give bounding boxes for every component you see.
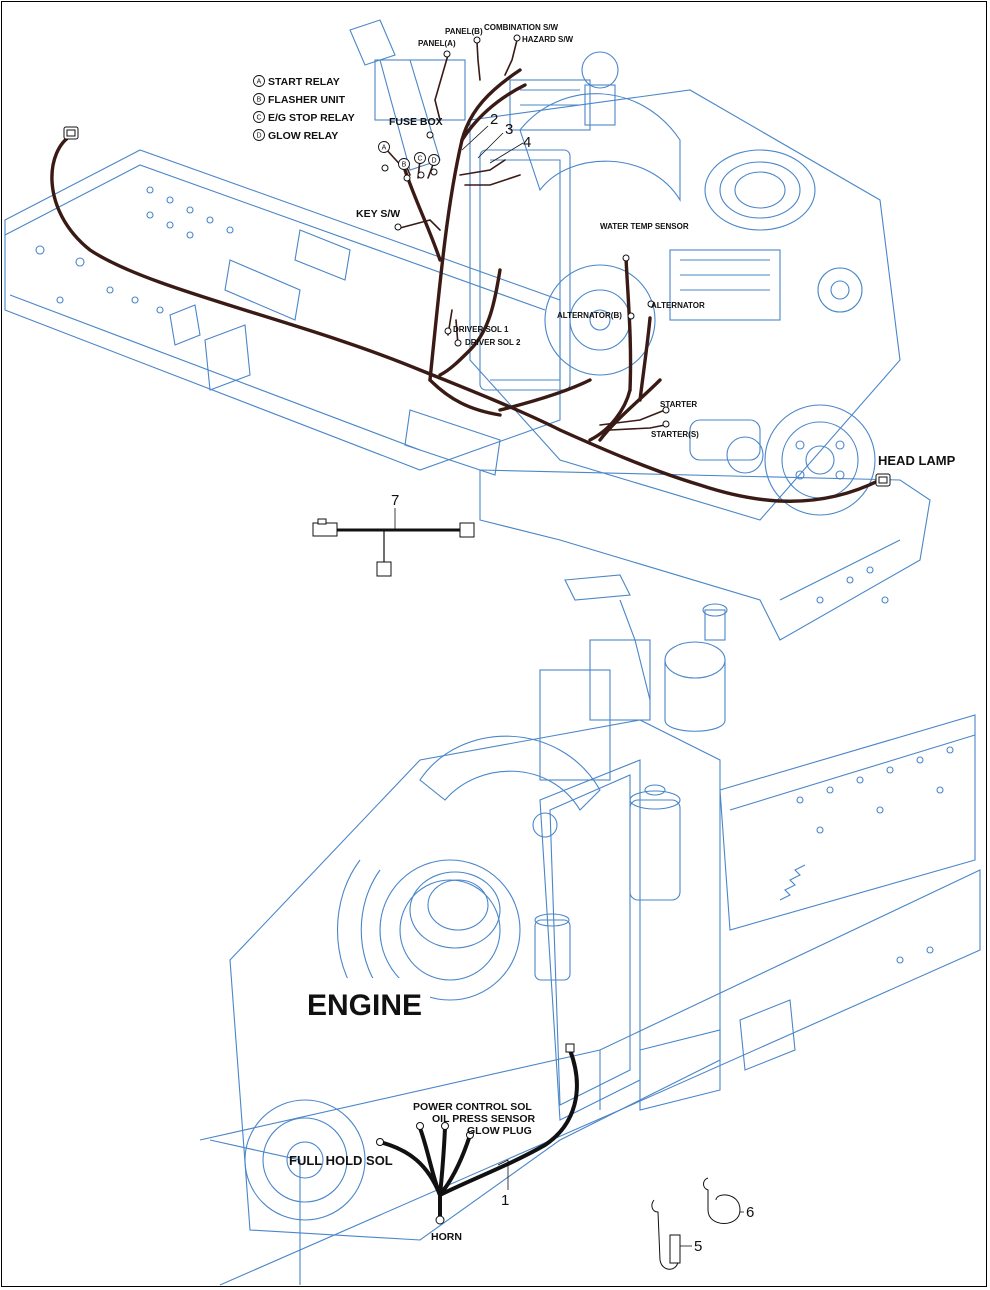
label-alternator-b: ALTERNATOR(B): [557, 311, 622, 320]
relay-legend: A START RELAY B FLASHER UNIT C E/G STOP …: [253, 75, 355, 142]
svg-text:B: B: [257, 97, 262, 104]
upper-engine: [349, 19, 901, 521]
label-head-lamp: HEAD LAMP: [878, 453, 956, 468]
legend-item-start-relay: A START RELAY: [253, 75, 340, 88]
legend-item-flasher-unit: B FLASHER UNIT: [253, 93, 346, 106]
svg-text:E/G STOP RELAY: E/G STOP RELAY: [268, 112, 355, 124]
harness-thin-leads: [384, 39, 666, 431]
label-oil-press-sensor: OIL PRESS SENSOR: [432, 1113, 535, 1125]
label-panel-b: PANEL(B): [445, 27, 483, 36]
svg-text:A: A: [257, 79, 262, 86]
part-6-clamp: 6: [703, 1177, 754, 1224]
main-wire-harness: [50, 68, 882, 503]
part-number-3: 3: [505, 121, 513, 138]
label-driver-sol-2: DRIVER SOL 2: [465, 338, 521, 347]
label-horn: HORN: [431, 1231, 462, 1243]
left-harness-connector: [63, 126, 79, 140]
svg-text:C: C: [256, 115, 261, 122]
lower-chassis-frame: [199, 714, 981, 1286]
label-water-temp-sensor: WATER TEMP SENSOR: [600, 222, 689, 231]
connector-pins: [381, 34, 670, 428]
label-driver-sol-1: DRIVER SOL 1: [453, 325, 509, 334]
lower-wire-harness: [378, 1048, 579, 1220]
svg-text:D: D: [256, 133, 261, 140]
head-lamp-connector: [875, 473, 891, 487]
label-fuse-box: FUSE BOX: [389, 116, 443, 128]
label-panel-a: PANEL(A): [418, 39, 456, 48]
svg-text:START RELAY: START RELAY: [268, 76, 340, 88]
svg-text:D: D: [431, 158, 436, 165]
relay-marker-a: A: [378, 141, 390, 153]
label-starter-s: STARTER(S): [651, 430, 699, 439]
label-starter: STARTER: [660, 400, 697, 409]
label-combination-sw: COMBINATION S/W: [484, 23, 559, 32]
part-number-6: 6: [746, 1204, 754, 1221]
label-power-control-sol: POWER CONTROL SOL: [413, 1101, 532, 1113]
relay-marker-b: B: [398, 158, 410, 170]
upper-chassis-frame: [4, 149, 931, 641]
legend-item-glow-relay: D GLOW RELAY: [253, 129, 338, 142]
part-number-5: 5: [694, 1238, 702, 1255]
relay-marker-d: D: [428, 154, 440, 166]
engine-title-box: ENGINE: [288, 978, 430, 1028]
lower-connector-pins: [376, 1043, 575, 1225]
svg-text:FLASHER UNIT: FLASHER UNIT: [268, 94, 346, 106]
label-hazard-sw: HAZARD S/W: [522, 35, 574, 44]
part-7-harness-icon: 7: [312, 492, 475, 577]
part-number-7: 7: [391, 492, 399, 509]
label-alternator: ALTERNATOR: [651, 301, 705, 310]
part-number-1: 1: [501, 1192, 509, 1209]
part-number-2: 2: [490, 111, 498, 128]
svg-text:B: B: [402, 162, 407, 169]
part-5-clamp: 5: [651, 1199, 702, 1270]
part-number-4: 4: [523, 134, 531, 151]
svg-text:C: C: [417, 156, 422, 163]
legend-item-eg-stop-relay: C E/G STOP RELAY: [253, 111, 355, 124]
engine-title: ENGINE: [307, 989, 422, 1022]
svg-text:A: A: [382, 145, 387, 152]
relay-markers: A B C D: [378, 141, 440, 170]
lower-engine: [229, 574, 728, 1241]
label-full-hold-sol: FULL HOLD SOL: [289, 1153, 393, 1168]
relay-marker-c: C: [414, 152, 426, 164]
label-glow-plug: GLOW PLUG: [467, 1125, 532, 1137]
svg-text:GLOW RELAY: GLOW RELAY: [268, 130, 338, 142]
label-key-sw: KEY S/W: [356, 208, 400, 220]
